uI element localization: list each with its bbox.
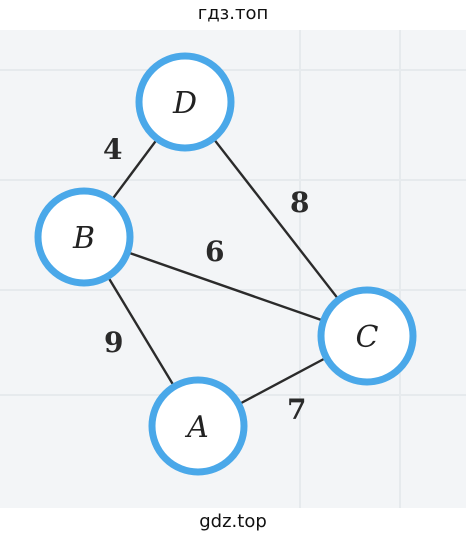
weight-d-b: 4 (103, 133, 122, 166)
node-a: A (148, 376, 248, 476)
weight-b-a: 9 (104, 326, 123, 359)
weight-a-c: 7 (287, 393, 306, 426)
node-b: B (34, 187, 134, 287)
node-d: D (135, 52, 235, 152)
weight-d-c: 8 (290, 186, 309, 219)
weight-b-c: 6 (205, 235, 224, 268)
node-c-label: C (356, 320, 379, 355)
node-a-circle (148, 376, 248, 476)
edge-d-b (112, 140, 157, 199)
edge-a-c (240, 357, 325, 405)
node-c: C (317, 286, 417, 386)
edge-d-c (214, 139, 338, 299)
node-c-circle (317, 286, 417, 386)
node-d-circle (135, 52, 235, 152)
graph-diagram: 4 8 6 9 7 D B C A (0, 30, 466, 508)
node-b-circle (34, 187, 134, 287)
watermark-bottom: gdz.top (199, 511, 267, 532)
edge-weights: 4 8 6 9 7 (103, 133, 309, 426)
node-d-label: D (172, 86, 197, 121)
graph-svg: 4 8 6 9 7 D B C A (0, 30, 466, 508)
edge-b-a (108, 278, 174, 385)
node-a-label: A (184, 410, 209, 445)
edges (108, 139, 338, 405)
node-b-label: B (72, 221, 95, 256)
edge-b-c (129, 252, 322, 321)
watermark-top: гдз.топ (197, 3, 269, 24)
